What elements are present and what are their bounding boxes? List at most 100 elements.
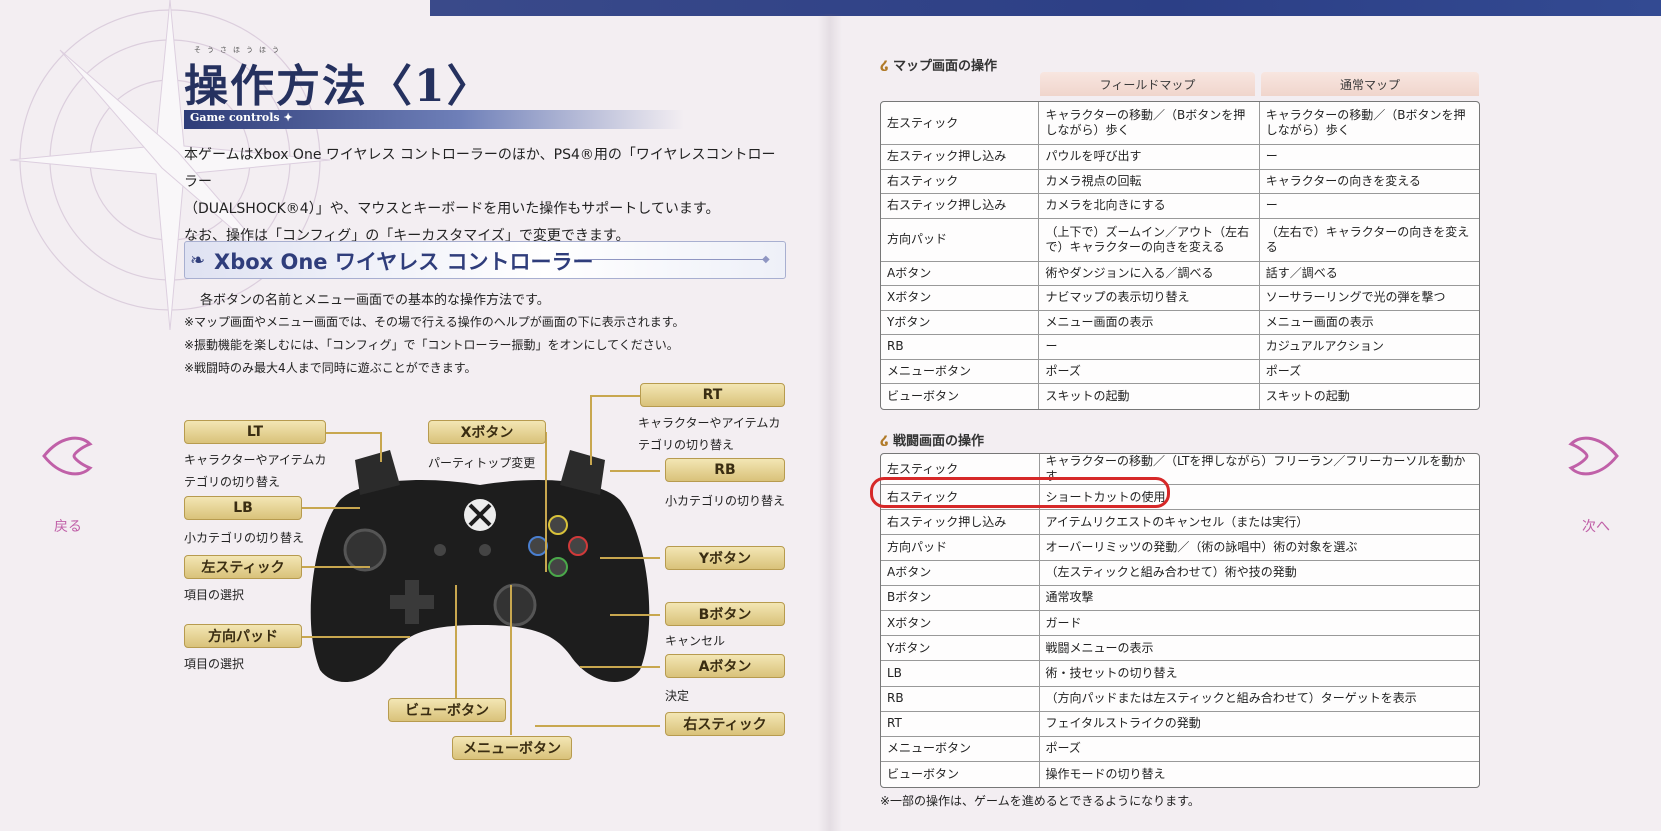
- field-map-action-cell: 術やダンジョンに入る／調べる: [1038, 261, 1259, 286]
- dpad-leader: [300, 636, 410, 638]
- battle-action-cell: （方向パッドまたは左スティックと組み合わせて）ターゲットを表示: [1038, 686, 1479, 712]
- lt-desc-line: キャラクターやアイテムカ: [184, 453, 327, 467]
- map-table-row: 右スティック押し込みカメラを北向きにするー: [881, 194, 1479, 219]
- lt-description: キャラクターやアイテムカ テゴリの切り替え: [184, 449, 326, 493]
- compass-star-decoration: [9, 0, 331, 331]
- menu-leader: [510, 585, 512, 735]
- column-header-field-map: フィールドマップ: [1040, 72, 1255, 96]
- battle-table-row: Xボタンガード: [881, 610, 1479, 637]
- column-header-normal-map: 通常マップ: [1261, 72, 1479, 96]
- control-name-cell: 右スティック押し込み: [881, 194, 1039, 219]
- section-title: Xbox One ワイヤレス コントローラー: [214, 250, 594, 274]
- control-name-cell: 右スティック: [881, 170, 1039, 194]
- intro-line: 本ゲームはXbox One ワイヤレス コントローラーのほか、PS4®用の「ワイ…: [184, 147, 776, 190]
- back-arrow-icon[interactable]: [40, 428, 96, 484]
- normal-map-action-cell: ー: [1258, 194, 1479, 219]
- map-table-row: Xボタンナビマップの表示切り替えソーサラーリングで光の弾を撃つ: [881, 286, 1479, 311]
- map-table-row: メニューボタンポーズポーズ: [881, 359, 1479, 384]
- rt-description: キャラクターやアイテムカ テゴリの切り替え: [638, 412, 780, 456]
- field-map-action-cell: カメラ視点の回転: [1038, 169, 1259, 194]
- battle-table-row: 右スティックショートカットの使用: [881, 485, 1479, 511]
- map-section-title: ໒マップ画面の操作: [880, 59, 998, 74]
- normal-map-action-cell: キャラクターの向きを変える: [1258, 169, 1479, 194]
- battle-action-cell: 戦闘メニューの表示: [1038, 636, 1479, 662]
- map-table-row: Aボタン術やダンジョンに入る／調べる話す／調べる: [881, 261, 1479, 286]
- battle-table-row: Bボタン通常攻撃: [881, 585, 1479, 611]
- battle-action-cell: 通常攻撃: [1038, 585, 1479, 611]
- b-leader: [610, 614, 660, 616]
- normal-map-action-cell: キャラクターの移動／（Bボタンを押しながら）歩く: [1258, 102, 1479, 145]
- control-name-cell: Yボタン: [881, 311, 1039, 335]
- battle-table-row: RB（方向パッドまたは左スティックと組み合わせて）ターゲットを表示: [881, 686, 1479, 712]
- top-decor-bar: [430, 0, 1661, 16]
- section-body-line: 各ボタンの名前とメニュー画面での基本的な操作方法です。: [200, 293, 550, 308]
- field-map-action-cell: キャラクターの移動／（Bボタンを押しながら）歩く: [1038, 102, 1259, 145]
- control-name-cell: Xボタン: [881, 286, 1039, 311]
- spiral-bullet-icon: ໒: [880, 434, 890, 449]
- rb-description: 小カテゴリの切り替え: [665, 494, 786, 508]
- banner-ornament-icon: ❧: [190, 250, 206, 271]
- field-map-action-cell: メニュー画面の表示: [1038, 310, 1259, 335]
- control-name-cell: 右スティック押し込み: [881, 510, 1039, 536]
- control-name-cell: 方向パッド: [881, 219, 1039, 262]
- control-name-cell: メニューボタン: [881, 737, 1039, 763]
- field-map-action-cell: ナビマップの表示切り替え: [1038, 286, 1259, 311]
- field-map-action-cell: カメラを北向きにする: [1038, 194, 1259, 219]
- x-button-description: パーティトップ変更: [428, 456, 536, 470]
- lt-leader: [380, 432, 382, 462]
- x-leader: [545, 432, 547, 572]
- control-name-cell: 方向パッド: [881, 535, 1039, 561]
- lt-desc-line: テゴリの切り替え: [184, 475, 281, 489]
- normal-map-action-cell: （左右で）キャラクターの向きを変える: [1258, 218, 1479, 262]
- battle-action-cell: ショートカットの使用: [1038, 485, 1479, 511]
- page-title: 操作方法〈1〉: [184, 61, 493, 112]
- map-table-row: 左スティック押し込みパウルを呼び出すー: [881, 145, 1479, 170]
- left-stick-leader: [300, 566, 370, 568]
- subtitle: Game controls ✦: [190, 111, 293, 124]
- battle-table-row: ビューボタン操作モードの切り替え: [881, 762, 1479, 788]
- control-name-cell: ビューボタン: [887, 767, 960, 782]
- battle-table-row: 右スティック押し込みアイテムリクエストのキャンセル（または実行）: [881, 510, 1479, 536]
- spiral-bullet-icon: ໒: [880, 59, 890, 74]
- control-name-cell: ビューボタン: [887, 388, 960, 403]
- next-arrow-icon[interactable]: [1565, 428, 1621, 484]
- map-table-row: 右スティックカメラ視点の回転キャラクターの向きを変える: [881, 169, 1479, 194]
- rt-desc-line: テゴリの切り替え: [638, 438, 735, 452]
- rt-leader: [590, 395, 640, 397]
- banner-diamond-icon: ◆: [762, 254, 770, 265]
- right-stick-label: 右スティック: [665, 712, 785, 736]
- lt-label: LT: [184, 420, 326, 444]
- map-controls-table: 左スティックキャラクターの移動／（Bボタンを押しながら）歩くキャラクターの移動／…: [880, 101, 1480, 410]
- y-button-label: Yボタン: [665, 546, 785, 570]
- dpad-description: 項目の選択: [184, 657, 245, 671]
- field-map-action-cell: パウルを呼び出す: [1038, 145, 1259, 170]
- x-button-label: Xボタン: [428, 420, 546, 444]
- rb-label: RB: [665, 458, 785, 482]
- battle-action-cell: 術・技セットの切り替え: [1038, 661, 1479, 687]
- rt-leader: [590, 395, 592, 465]
- normal-map-action-cell: ソーサラーリングで光の弾を撃つ: [1258, 286, 1479, 311]
- a-button-label: Aボタン: [665, 654, 785, 678]
- next-link[interactable]: 次へ: [1582, 519, 1610, 535]
- control-name-cell: LB: [881, 661, 1039, 687]
- title-ruby: そうさほうほう: [194, 46, 285, 54]
- highlight-box: [870, 477, 1170, 508]
- y-leader: [600, 557, 660, 559]
- battle-action-cell: フェイタルストライクの発動: [1038, 711, 1479, 737]
- intro-text: 本ゲームはXbox One ワイヤレス コントローラーのほか、PS4®用の「ワイ…: [184, 142, 784, 250]
- battle-action-cell: （左スティックと組み合わせて）術や技の発動: [1038, 560, 1479, 586]
- lt-leader: [310, 432, 382, 434]
- back-link[interactable]: 戻る: [54, 519, 82, 535]
- map-table-row: 方向パッド（上下で）ズームイン／アウト（左右で）キャラクターの向きを変える（左右…: [881, 218, 1479, 262]
- banner-line: [578, 259, 768, 260]
- control-name-cell: Yボタン: [881, 636, 1039, 662]
- map-table-row: 左スティックキャラクターの移動／（Bボタンを押しながら）歩くキャラクターの移動／…: [881, 102, 1479, 145]
- right-stick-leader: [535, 725, 660, 727]
- lb-leader: [300, 507, 360, 509]
- battle-action-cell: ポーズ: [1038, 736, 1479, 763]
- control-name-cell: Xボタン: [881, 611, 1039, 637]
- battle-table-row: メニューボタンポーズ: [881, 736, 1479, 763]
- control-name-cell: RB: [881, 687, 1039, 712]
- battle-table-row: Yボタン戦闘メニューの表示: [881, 636, 1479, 662]
